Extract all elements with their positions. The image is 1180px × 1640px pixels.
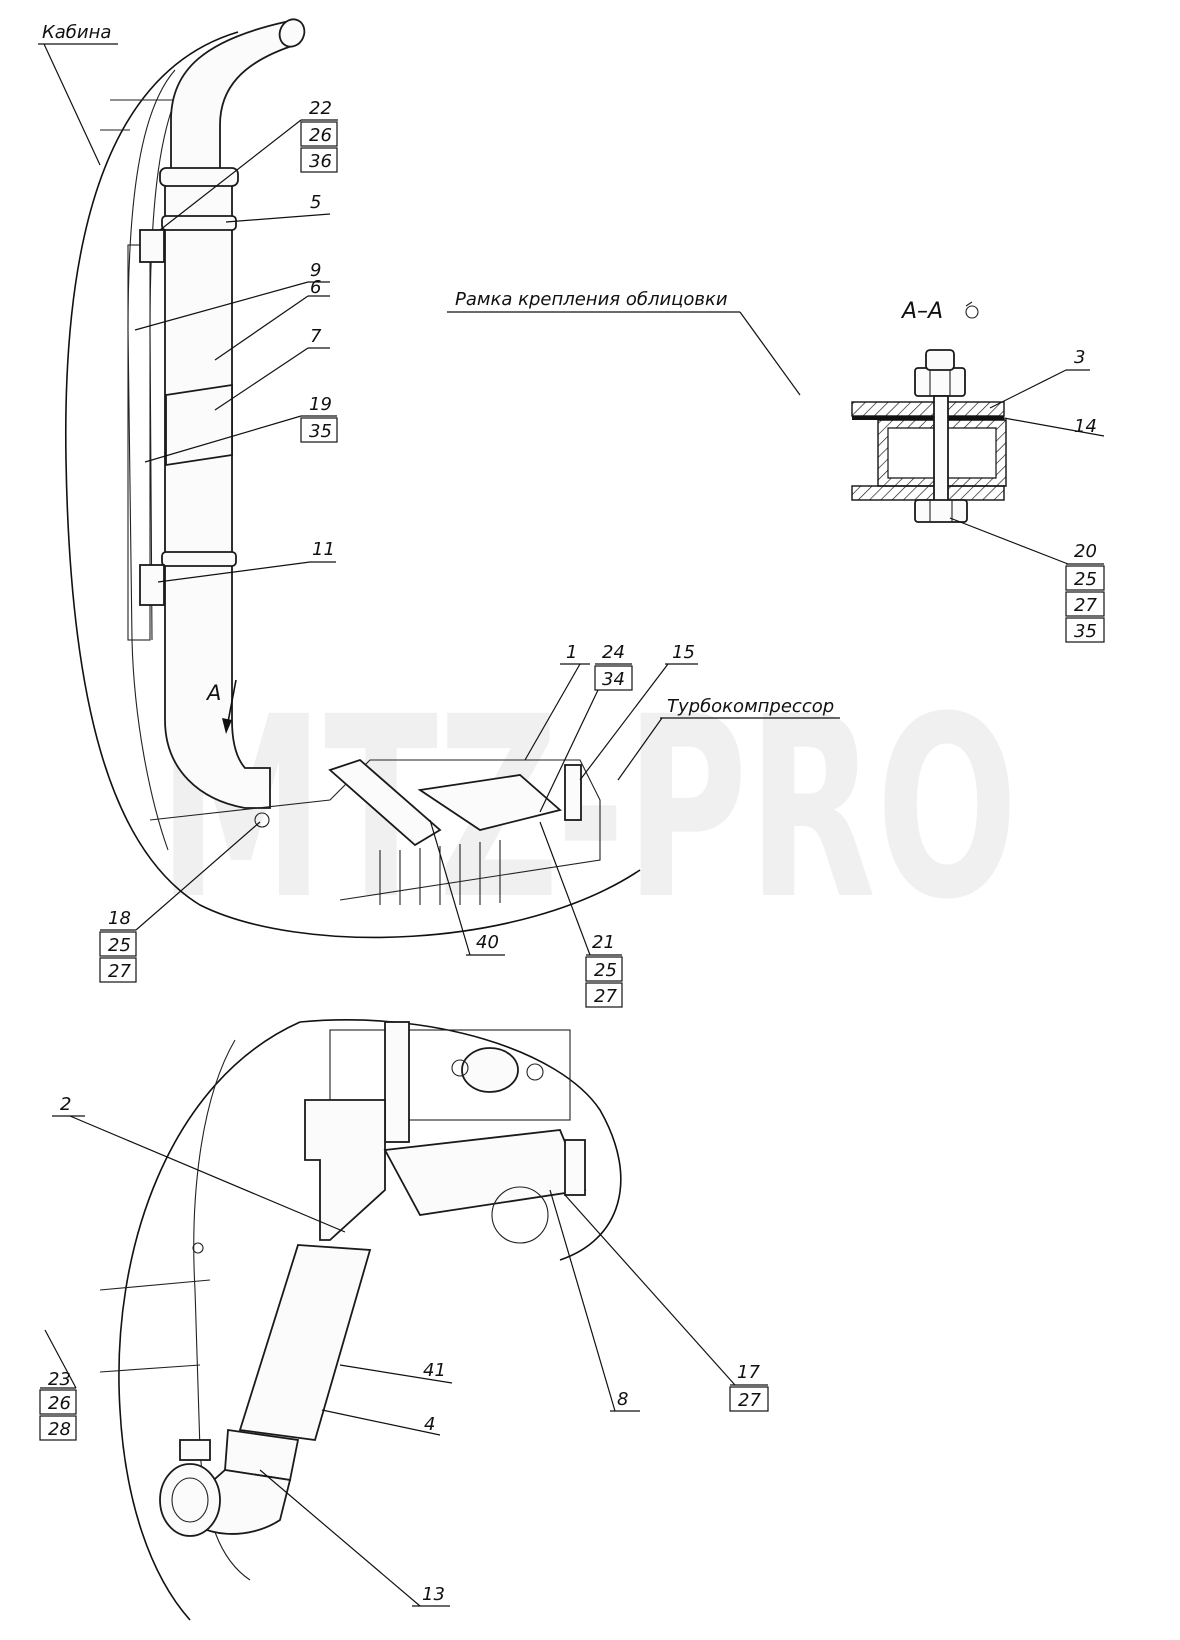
callout-18: 18 [108, 908, 131, 929]
exhaust-pipe-4 [238, 1244, 372, 1441]
callout-35: 35 [309, 421, 332, 442]
exhaust-pipe-outlet [278, 18, 306, 48]
bottom-detail-view [99, 1019, 622, 1621]
callout-5: 5 [310, 192, 321, 213]
callout-19: 19 [309, 394, 332, 415]
top-detail-view: А [64, 18, 641, 939]
callout-41: 41 [423, 1360, 446, 1381]
engine-block-outline [149, 759, 601, 901]
callout-25-c: 25 [1074, 569, 1097, 590]
cabin-bracket-plate [127, 244, 151, 641]
bottom-view-callouts: 2 8 17 27 23 26 28 41 4 13 [39, 1094, 769, 1607]
callout-34: 34 [602, 669, 625, 690]
callout-13: 13 [422, 1584, 445, 1605]
callout-27-d: 27 [738, 1390, 761, 1411]
callout-24: 24 [602, 642, 625, 663]
callout-36: 36 [309, 151, 332, 172]
callout-28: 28 [48, 1419, 71, 1440]
clamp-upper [161, 215, 237, 231]
callout-35-b: 35 [1074, 621, 1097, 642]
callout-2: 2 [60, 1094, 71, 1115]
section-callouts: 3 14 20 25 27 35 [949, 347, 1105, 643]
bolt-shank [933, 395, 949, 507]
pipe-end-opening [159, 1463, 221, 1537]
callout-3: 3 [1074, 347, 1085, 368]
bolt-18 [254, 812, 270, 828]
callout-17: 17 [737, 1362, 760, 1383]
clamp-bracket [179, 1439, 211, 1461]
bottom-detail-boundary-left [118, 1021, 301, 1621]
callout-23: 23 [48, 1369, 71, 1390]
bracket-lower [139, 564, 165, 606]
rotation-mark [965, 305, 979, 319]
panel-hole [192, 1242, 204, 1254]
callout-9: 9 [310, 260, 321, 281]
callout-21: 21 [592, 932, 615, 953]
callout-7: 7 [310, 326, 322, 347]
cabin-label: Кабина [42, 22, 111, 43]
muffler-main-pipe [164, 177, 271, 809]
exhaust-pipe-2 [304, 1099, 386, 1241]
watermark: MTZ-PRO [158, 663, 1018, 954]
view-a-arrow [227, 679, 237, 723]
callout-11: 11 [312, 539, 335, 560]
callout-40: 40 [476, 932, 499, 953]
callout-15: 15 [672, 642, 695, 663]
callout-27-a: 27 [108, 961, 131, 982]
bracket-40 [328, 758, 442, 847]
section-a-a: А–А [851, 299, 1007, 523]
callout-27-b: 27 [594, 986, 617, 1007]
callout-27-c: 27 [1074, 595, 1097, 616]
turbo-flange-lower [564, 1139, 586, 1196]
engine-head [329, 1029, 571, 1121]
gasket-14 [852, 416, 1004, 420]
nut [914, 367, 966, 397]
callout-4: 4 [424, 1414, 435, 1435]
pipe-collar-top [159, 167, 239, 187]
callout-25-a: 25 [108, 935, 131, 956]
heat-shield [165, 383, 233, 467]
pulley [491, 1186, 549, 1244]
frame-label: Рамка крепления облицовки [455, 289, 728, 310]
view-a-label: А [205, 681, 221, 705]
callout-1: 1 [566, 642, 577, 663]
callout-25-b: 25 [594, 960, 617, 981]
callout-6: 6 [310, 277, 321, 298]
bolt-end [925, 349, 955, 371]
bottom-plate [851, 485, 1005, 501]
section-title: А–А [900, 299, 943, 324]
top-detail-boundary [64, 31, 641, 939]
vertical-pipe [384, 1021, 410, 1143]
bolt-head [914, 499, 968, 523]
turbo-flange [564, 764, 582, 821]
turbo-label: Турбокомпрессор [667, 696, 834, 717]
callout-20: 20 [1074, 541, 1097, 562]
clamp-lower [161, 551, 237, 567]
callout-22: 22 [309, 98, 332, 119]
engine-fins [379, 840, 501, 905]
turbo-outlet-pipe [383, 1129, 587, 1216]
engine-port [461, 1047, 519, 1093]
plate-3 [851, 401, 1005, 417]
callout-26-b: 26 [48, 1393, 71, 1414]
exhaust-elbow-1 [417, 774, 562, 831]
bracket-upper [139, 229, 165, 263]
callout-8: 8 [617, 1389, 628, 1410]
exhaust-pipe-upper-bend [170, 20, 300, 176]
top-view-callouts: Кабина 22 26 36 5 9 6 7 19 35 11 [38, 22, 840, 1008]
callout-26: 26 [309, 125, 332, 146]
